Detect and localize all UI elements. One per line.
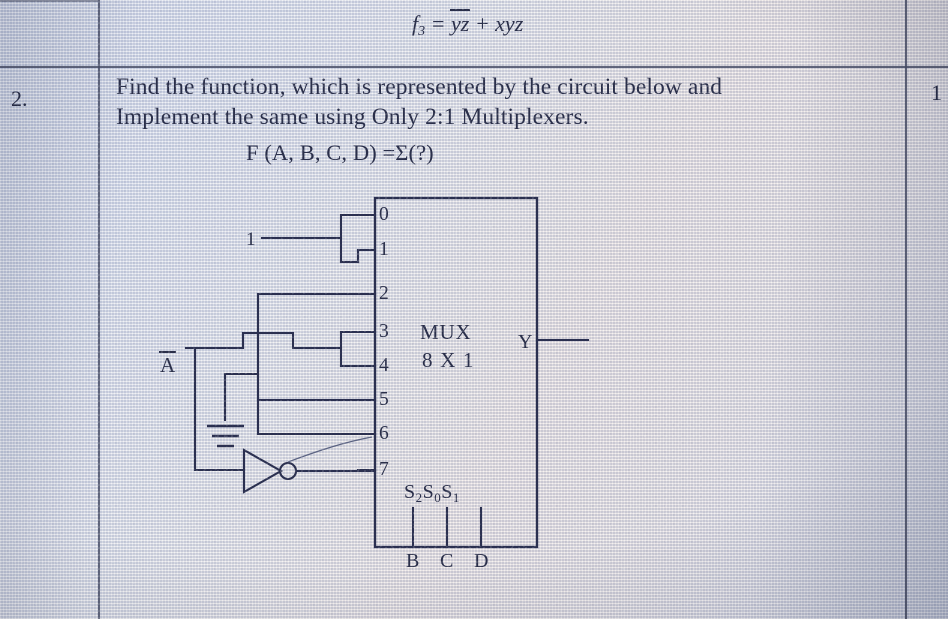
- bracket-inputs-0-1: [341, 215, 358, 262]
- mux-input-label-6: 6: [379, 423, 389, 444]
- mux-input-label-5: 5: [379, 389, 389, 410]
- select-label-s1-subscript: 1: [452, 490, 460, 505]
- a-complement-label: A: [160, 353, 175, 378]
- mux-input-label-4: 4: [379, 355, 389, 376]
- not-gate-triangle: [244, 450, 281, 492]
- select-label-s2: S: [404, 481, 416, 503]
- mux-input-label-7: 7: [379, 459, 389, 480]
- bracket-inputs-3-4-box: [341, 332, 358, 366]
- mux-subtitle: 8 X 1: [422, 348, 475, 372]
- mux-select-labels: S2S0S1: [404, 481, 460, 506]
- select-source-label-c: C: [440, 550, 454, 572]
- mux-input-label-1: 1: [379, 239, 389, 260]
- stray-pencil-mark: [288, 437, 372, 462]
- select-source-label-d: D: [474, 550, 489, 572]
- select-label-s1: S: [441, 481, 453, 503]
- mux-input-label-3: 3: [379, 321, 389, 342]
- constant-one-label: 1: [246, 229, 256, 250]
- mux-title: MUX: [420, 320, 472, 344]
- wire-ground-branch: [225, 374, 258, 420]
- mux-output-label: Y: [518, 331, 533, 353]
- select-label-s0: S: [422, 481, 435, 503]
- mux-input-label-2: 2: [379, 283, 389, 304]
- a-complement-text: A: [160, 353, 176, 377]
- select-source-label-b: B: [406, 550, 420, 572]
- select-label-s2-subscript: 2: [415, 490, 423, 505]
- mux-input-label-0: 0: [379, 204, 389, 225]
